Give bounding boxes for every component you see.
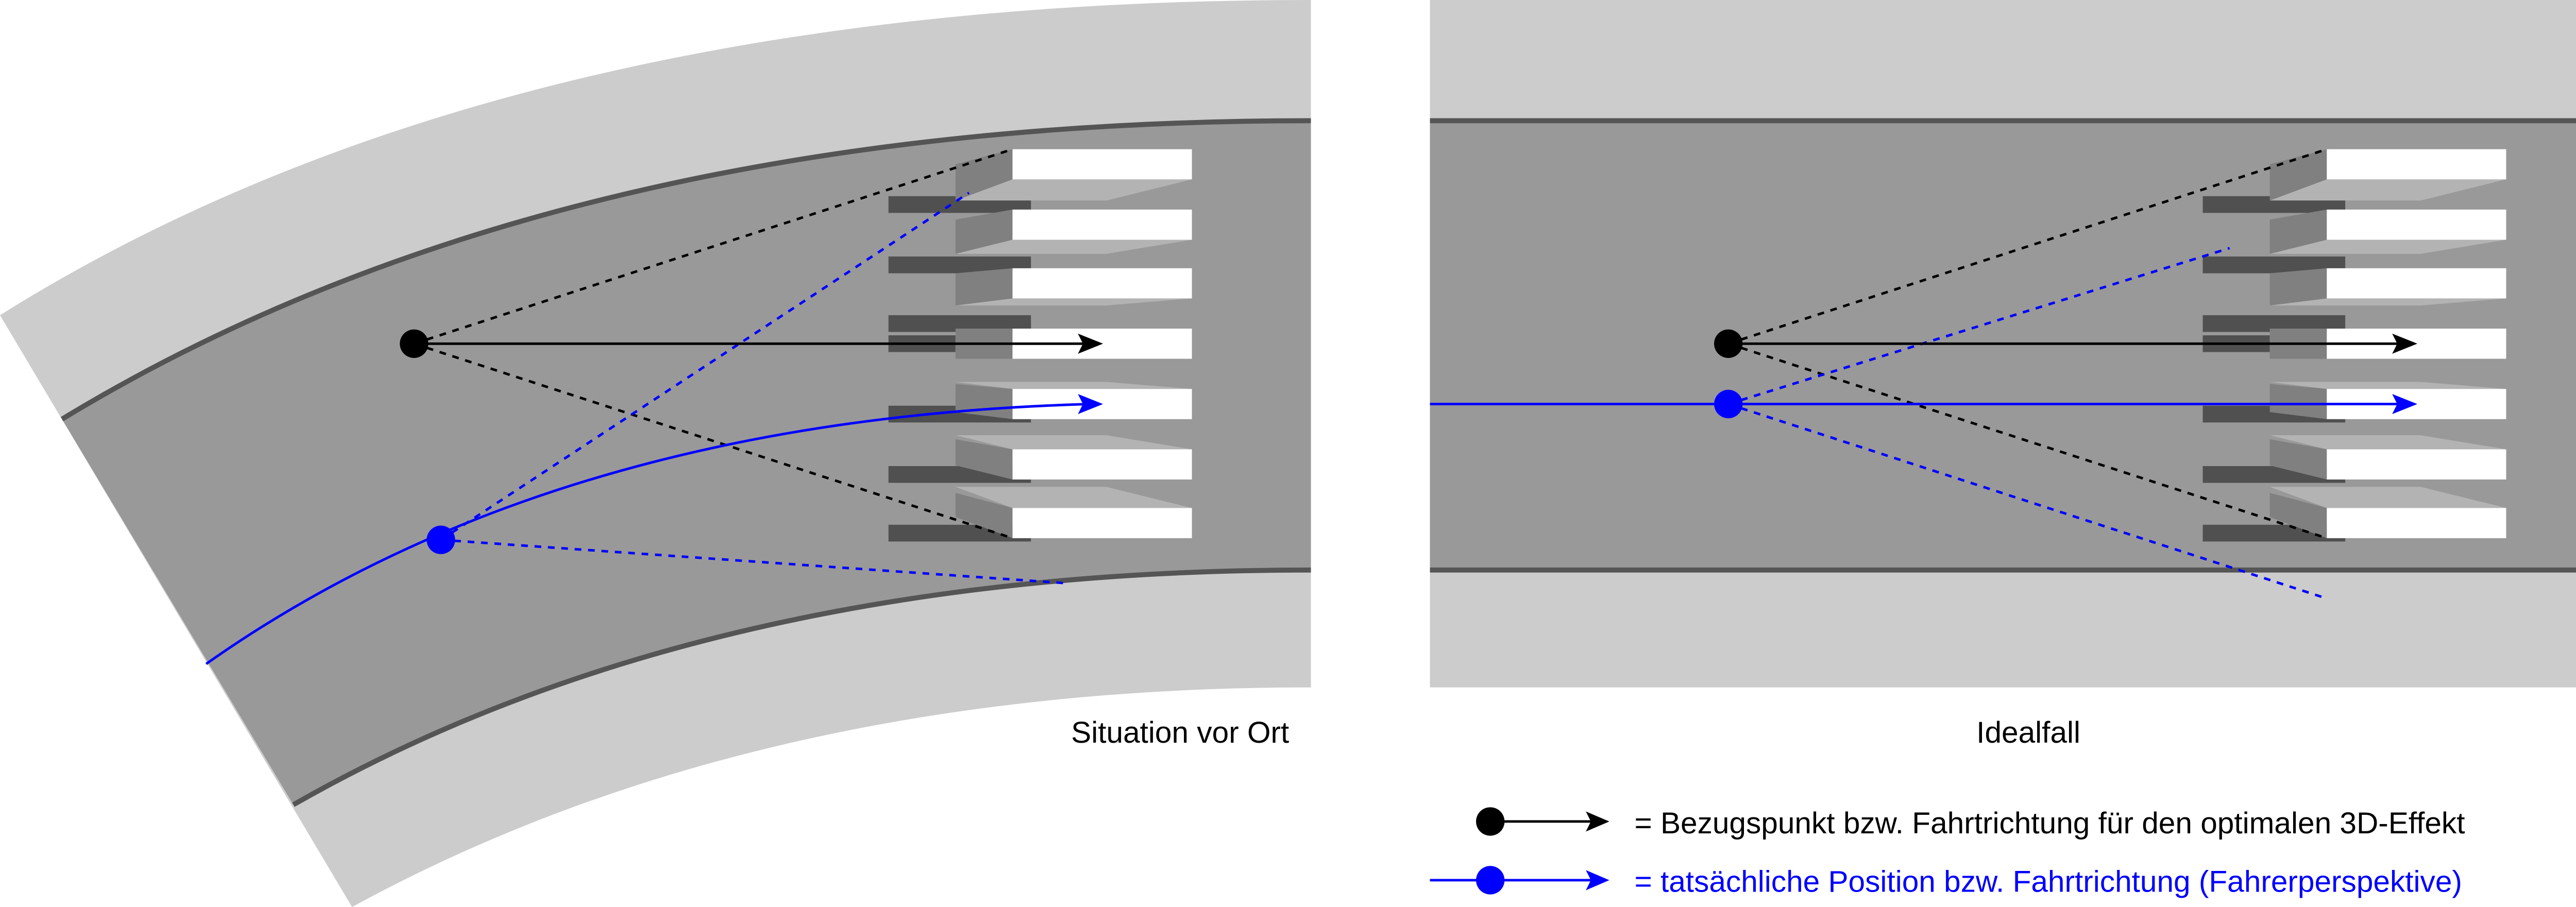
left-reference-arrowhead <box>1078 333 1104 354</box>
legend-reference-point <box>1476 807 1505 836</box>
left-actual-direction-curve <box>205 403 1090 665</box>
stripe-top-face <box>955 435 1192 450</box>
left-reference-sightline-bottom <box>413 342 1013 540</box>
right-reference-point <box>1714 329 1743 358</box>
right-panel-straight-road: Idealfall <box>1430 0 2576 749</box>
stripe-top-face <box>2269 382 2506 389</box>
stripe-side-face <box>955 439 1013 480</box>
right-reference-sightline-top <box>1727 148 2328 345</box>
stripe-top-face <box>955 487 1192 508</box>
stripe-top-face <box>955 179 1192 201</box>
stripe-top-face <box>2269 179 2506 201</box>
crosswalk-stripe <box>2202 487 2506 542</box>
stripe-side-face <box>2269 149 2327 201</box>
legend-item-reference: = Bezugspunkt bzw. Fahrtrichtung für den… <box>1476 807 2465 840</box>
crosswalk-stripe <box>2202 382 2506 423</box>
stripe-top-face <box>2269 239 2506 254</box>
left-reference-sightline-top <box>413 148 1013 345</box>
stripe-side-face <box>955 268 1013 306</box>
stripe-white <box>2327 449 2506 480</box>
stripe-white <box>2327 268 2506 299</box>
stripe-side-face <box>2269 384 2327 419</box>
stripe-white <box>1012 508 1192 538</box>
stripe-top-face <box>2269 298 2506 306</box>
stripe-top-face <box>955 382 1192 389</box>
left-panel-curved-road: Situation vor Ort <box>0 0 1311 907</box>
legend-actual-arrowhead <box>1586 870 1609 891</box>
stripe-top-face <box>955 298 1192 306</box>
crosswalk-stripe <box>2202 149 2506 213</box>
legend-actual-point <box>1476 866 1505 895</box>
stripe-side-face <box>955 149 1013 201</box>
right-actual-arrowhead <box>2392 393 2418 415</box>
left-road-edge-bottom <box>292 567 1311 807</box>
legend-reference-label: = Bezugspunkt bzw. Fahrtrichtung für den… <box>1634 807 2465 840</box>
left-actual-sightline-bottom <box>440 538 1070 585</box>
right-actual-point <box>1714 389 1743 419</box>
left-actual-arrowhead <box>1078 393 1104 415</box>
crosswalk-stripe <box>888 149 1192 213</box>
stripe-white <box>1012 149 1192 180</box>
stripe-white <box>1012 268 1192 299</box>
stripe-side-face <box>2269 492 2327 538</box>
stripe-white <box>2327 508 2506 538</box>
left-actual-sightline-top <box>440 192 970 541</box>
stripe-side-face <box>2269 439 2327 480</box>
stripe-top-face <box>955 239 1192 254</box>
stripe-white <box>1012 209 1192 240</box>
right-actual-sightline-bottom <box>1727 403 2328 600</box>
left-actual-point <box>427 525 455 554</box>
legend-reference-arrowhead <box>1586 811 1609 832</box>
legend-actual-label: = tatsächliche Position bzw. Fahrtrichtu… <box>1634 865 2462 899</box>
legend-item-actual: = tatsächliche Position bzw. Fahrtrichtu… <box>1430 865 2462 899</box>
crosswalk-stripe <box>2202 209 2506 273</box>
stripe-side-face <box>2269 268 2327 306</box>
crosswalk-stripe <box>888 435 1192 483</box>
left-reference-point <box>400 329 429 358</box>
right-reference-arrowhead <box>2392 333 2418 354</box>
stripe-white <box>1012 449 1192 480</box>
stripe-side-face <box>2269 209 2327 254</box>
stripe-top-face <box>2269 435 2506 450</box>
left-road-edge-top <box>60 118 1311 421</box>
legend: = Bezugspunkt bzw. Fahrtrichtung für den… <box>1430 807 2465 899</box>
stripe-white <box>2327 209 2506 240</box>
right-reference-sightline-bottom <box>1727 342 2328 540</box>
crosswalk-stripe <box>888 487 1192 542</box>
right-crosswalk <box>2202 149 2506 542</box>
right-panel-title: Idealfall <box>1976 716 2080 749</box>
crosswalk-stripe <box>2202 435 2506 483</box>
left-panel-title: Situation vor Ort <box>1071 716 1289 749</box>
stripe-white <box>2327 149 2506 180</box>
stripe-side-face <box>955 209 1013 254</box>
stripe-top-face <box>2269 487 2506 508</box>
